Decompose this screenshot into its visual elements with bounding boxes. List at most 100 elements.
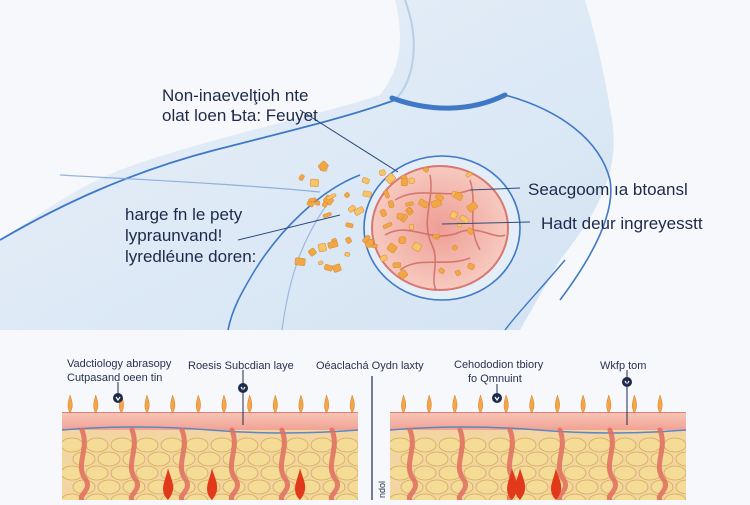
flame-icon <box>606 394 612 414</box>
fat-particle <box>322 212 332 218</box>
fat-cell <box>463 493 487 500</box>
fat-particle <box>347 204 356 213</box>
fat-particle <box>371 244 378 248</box>
fat-cell <box>135 437 159 453</box>
fat-cell <box>260 493 284 500</box>
fat-cell <box>247 479 271 495</box>
fat-particle <box>298 174 305 181</box>
fat-cell <box>413 493 437 500</box>
fat-cell <box>475 479 499 495</box>
fat-particle <box>399 236 406 244</box>
fat-cell <box>285 437 309 453</box>
fat-particle <box>309 178 319 187</box>
fat-particle <box>318 260 324 265</box>
fat-cell <box>235 465 259 481</box>
fat-particle <box>466 227 474 235</box>
fat-particle <box>430 198 442 209</box>
flame-icon <box>657 394 663 414</box>
flame-icon <box>144 394 150 414</box>
fat-particle <box>344 252 351 257</box>
label-col4-line2: fo Qmnuint <box>468 373 522 385</box>
fat-cell <box>185 465 209 481</box>
fat-particle <box>361 177 370 185</box>
fat-particle <box>294 257 306 266</box>
fat-cell <box>425 479 449 495</box>
fat-cell <box>347 451 358 467</box>
fat-cell <box>335 465 358 481</box>
fat-cell <box>488 493 512 500</box>
annotation-left-line1: harge fn le pety <box>125 205 243 224</box>
fat-particle <box>409 224 415 230</box>
fat-cell <box>62 493 84 500</box>
fat-cell <box>663 493 686 500</box>
fat-cell <box>110 437 134 453</box>
fat-particle <box>345 236 352 244</box>
skin-section <box>62 412 358 500</box>
fat-particle <box>467 262 475 271</box>
fat-particle <box>383 189 390 199</box>
flame-icon <box>207 468 218 500</box>
fat-particles <box>294 160 478 280</box>
annotation-right-line1: Seacgoom ıa btoansl <box>528 180 688 199</box>
flame-icon <box>632 394 637 414</box>
flame-icon <box>298 394 304 414</box>
fat-cell <box>390 437 412 453</box>
flame-icon <box>478 394 483 414</box>
annotation-top-left-line2: olat loen Ƅta: Feuyet <box>162 106 318 125</box>
flame-icon <box>555 394 560 414</box>
fat-particle <box>326 193 337 200</box>
label-col2: Roesis Subcdian laye <box>188 360 294 372</box>
flame-icon <box>221 394 227 414</box>
fat-cell <box>563 437 587 453</box>
label-col3: Oéaclachá Oydn laxty <box>316 360 424 372</box>
fat-particle <box>456 221 463 228</box>
body-silhouette <box>0 0 614 331</box>
fat-cell <box>625 479 649 495</box>
fat-cell <box>390 493 412 500</box>
fat-particle <box>408 177 415 184</box>
fat-cell <box>310 437 334 453</box>
fat-cell <box>260 437 284 453</box>
fat-cell <box>135 493 159 500</box>
fat-cell <box>575 451 599 467</box>
fat-cell <box>525 451 549 467</box>
flame-icon <box>272 394 278 414</box>
annotation-top-left-line1: Non-inaevelţioh nte <box>162 86 309 105</box>
fat-particle <box>379 208 387 217</box>
fat-cell <box>663 437 686 453</box>
skin-section <box>390 412 686 500</box>
fat-cell <box>563 465 587 481</box>
flame-icon <box>93 394 99 414</box>
fat-particle <box>385 173 396 184</box>
fat-cell <box>475 451 499 467</box>
fat-cell <box>638 437 662 453</box>
annotation-left-line2: lypraunvand! <box>125 226 223 245</box>
skin-cross-sections <box>62 377 686 500</box>
flame-icon <box>401 394 406 414</box>
fat-particle <box>459 214 470 224</box>
fat-cell <box>613 437 637 453</box>
fat-cell <box>463 437 487 453</box>
flame-icon <box>452 394 458 414</box>
fat-particle <box>332 263 342 273</box>
flame-icon <box>195 394 201 414</box>
fat-cell <box>588 493 612 500</box>
fat-cell <box>613 465 637 481</box>
fat-cell <box>235 493 259 500</box>
annotation-left-line3: lyredléune doren: <box>125 247 257 266</box>
fat-particle <box>396 213 404 220</box>
fat-cell <box>663 465 686 481</box>
flame-icon <box>503 394 509 414</box>
fat-particle <box>453 191 464 201</box>
flame-icon <box>67 394 73 414</box>
fat-particle <box>435 193 444 202</box>
flame-icon <box>163 468 174 500</box>
fat-cell <box>62 437 84 453</box>
fat-cell <box>675 451 686 467</box>
fat-particle <box>432 233 440 239</box>
fat-particle <box>379 254 388 262</box>
fat-cell <box>413 465 437 481</box>
fat-cell <box>85 465 109 481</box>
fat-cell <box>625 451 649 467</box>
